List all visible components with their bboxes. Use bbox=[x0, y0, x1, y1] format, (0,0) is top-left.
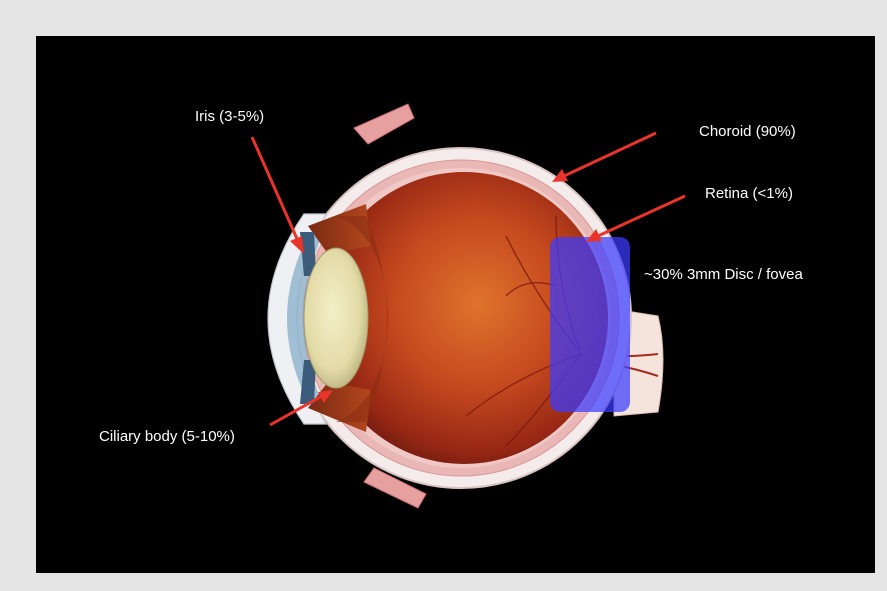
retina-arrow bbox=[598, 196, 685, 236]
disc-fovea-label: ~30% 3mm Disc / fovea bbox=[644, 266, 803, 283]
iris-label: Iris (3-5%) bbox=[195, 108, 264, 125]
choroid-arrow bbox=[564, 133, 656, 176]
choroid-label: Choroid (90%) bbox=[699, 123, 796, 140]
disc-fovea-highlight bbox=[550, 237, 630, 412]
upper-muscle bbox=[354, 104, 414, 144]
eye-cross-section bbox=[36, 36, 875, 573]
lens bbox=[304, 248, 368, 388]
retina-label: Retina (<1%) bbox=[705, 185, 793, 202]
diagram-canvas: Iris (3-5%) Choroid (90%) Retina (<1%) ~… bbox=[36, 36, 875, 573]
iris-arrow bbox=[252, 137, 298, 241]
ciliary-body-label: Ciliary body (5-10%) bbox=[99, 428, 235, 445]
